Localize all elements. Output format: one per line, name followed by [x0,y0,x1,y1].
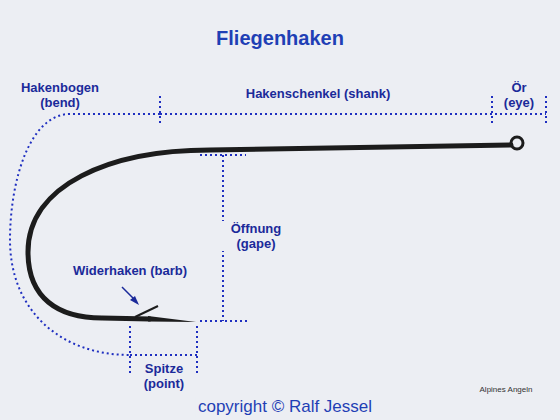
hook-barb [135,306,158,317]
part-label: Ör (eye) [497,80,541,110]
dimension-tick [491,96,493,126]
shank-dimension-line [160,113,546,115]
watermark: Alpines Angeln [478,385,535,395]
part-label: Hakenbogen (bend) [15,80,105,110]
part-label: Widerhaken (barb) [71,263,189,278]
dimension-tick [545,96,547,126]
hook-point [148,316,196,322]
barb-arrow [122,287,139,305]
part-label: Hakenschenkel (shank) [244,86,393,101]
part-label: Spitze (point) [132,361,196,391]
hook-eye [511,137,523,149]
copyright-notice: copyright © Ralf Jessel [196,397,374,417]
dimension-tick [159,96,161,126]
diagram-title: Fliegenhaken [214,26,346,50]
part-label: Öffnung (gape) [222,221,290,251]
hook-wire [28,145,511,319]
